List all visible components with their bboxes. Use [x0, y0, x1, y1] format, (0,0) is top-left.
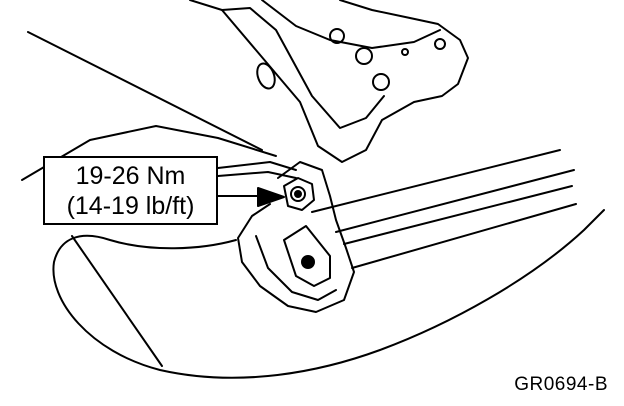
- frame-edge-line: [27, 31, 263, 151]
- bracket-hole: [372, 73, 390, 91]
- torque-metric-label: 19-26 Nm: [75, 161, 186, 190]
- upper-bracket-top: [261, 0, 441, 49]
- upper-bracket-inner: [221, 7, 385, 129]
- body-panel-line: [71, 235, 163, 367]
- bracket-hole: [355, 47, 373, 65]
- lower-body: [21, 125, 605, 379]
- bolt-center: [290, 186, 306, 202]
- arm-lower-edge: [335, 169, 575, 233]
- arm-edge: [351, 203, 577, 269]
- bracket-hole: [401, 48, 409, 56]
- mount-tab: [283, 225, 331, 287]
- bracket-hole: [329, 28, 345, 44]
- figure-code: GR0694-B: [514, 374, 608, 395]
- bracket-hole: [256, 62, 276, 90]
- mount-bracket: [237, 161, 355, 313]
- bracket-hole: [434, 38, 446, 50]
- torque-imperial-label: (14-19 lb/ft): [66, 191, 195, 220]
- mount-bracket-inner: [255, 235, 337, 301]
- bolt-center-dot: [294, 190, 302, 198]
- upper-bracket: [189, 0, 469, 163]
- leader-line: [217, 171, 297, 179]
- arm-edge: [343, 185, 573, 245]
- torque-callout: 19-26 Nm (14-19 lb/ft): [43, 156, 218, 225]
- leader-line: [217, 161, 297, 171]
- arrow-head: [257, 187, 285, 207]
- mount-hole: [301, 255, 315, 269]
- arm-upper-edge: [311, 149, 561, 213]
